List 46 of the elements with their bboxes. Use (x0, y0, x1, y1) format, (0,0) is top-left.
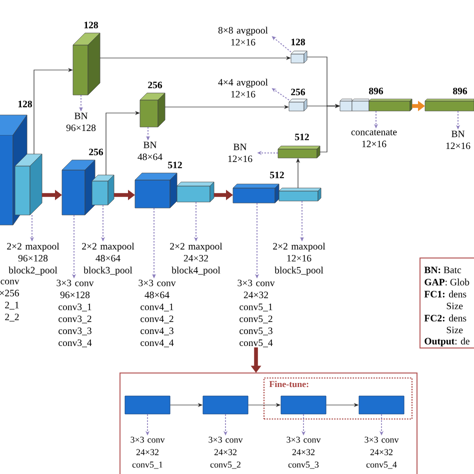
layer-label: 2×2 maxpool 24×32 block4_pool (170, 242, 222, 276)
channel-count: 896 (369, 88, 384, 94)
layer-label: 3×3 conv 24×32 conv5_1 (130, 436, 165, 469)
abbreviation-text: Size (446, 326, 463, 334)
abbreviation-text: BN: Batc (424, 266, 462, 274)
layer-label: 3×3 conv 24×32 conv5_3 (286, 436, 321, 469)
channel-count: 256 (89, 148, 104, 156)
conv-layer-box (202, 396, 248, 414)
channel-count: 896 (453, 88, 468, 94)
layer-label: 3×3 conv 96×128 conv3_1 conv3_2 conv3_3 conv3_4 (56, 280, 94, 348)
conv-layer-box (358, 396, 404, 414)
conv-layer-box (280, 396, 326, 414)
conv-layer-box (124, 396, 170, 414)
channel-count: 256 (291, 88, 306, 96)
channel-count: 128 (84, 22, 98, 28)
layer-label: BN 12×16 (228, 144, 252, 162)
layer-label: 2×2 maxpool 12×16 block5_pool (273, 242, 326, 276)
layer-label: 8×8 avgpool 12×16 (218, 26, 268, 46)
abbreviation-text: FC1: dens (424, 290, 466, 298)
channel-count: 512 (295, 134, 309, 140)
layer-label: BN 48×64 (138, 142, 162, 160)
layer-label: 4×4 avgpool 12×16 (218, 78, 268, 98)
layer-label: conv ×256 2_1 2_2 (0, 280, 20, 322)
abbreviation-text: Size (446, 302, 463, 310)
stage-panel (120, 372, 418, 474)
channel-count: 128 (18, 100, 32, 108)
layer-label: 3×3 conv 24×32 conv5_1 conv5_2 conv5_3 conv5_4 (238, 280, 275, 348)
layer-label: 3×3 conv 48×64 conv4_1 conv4_2 conv4_3 conv4_4 (138, 280, 176, 348)
channel-count: 256 (148, 82, 162, 88)
layer-label: 3×3 conv 24×32 conv5_2 (208, 436, 243, 469)
abbreviation-text: FC2: dens (424, 314, 466, 322)
fine-tune-region: Fine-tune: (263, 377, 413, 420)
layer-label: BN 12×16 (446, 130, 470, 150)
channel-count: 128 (291, 38, 305, 46)
layer-label: 3×3 conv 24×32 conv5_4 (364, 436, 399, 469)
pool-block (92, 174, 114, 206)
layer-label: BN 96×128 (66, 112, 96, 132)
layer-label: concatenate 12×16 (351, 130, 397, 148)
channel-count: 512 (270, 172, 284, 178)
abbreviation-panel (420, 258, 474, 348)
abbreviation-text: GAP: Glob (424, 278, 470, 286)
pool-block (176, 182, 214, 202)
pool-block (278, 188, 322, 202)
layer-label: 2×2 maxpool 48×64 block3_pool (82, 242, 134, 276)
channel-count: 512 (168, 162, 182, 168)
abbreviation-text: Output: de (424, 338, 470, 346)
